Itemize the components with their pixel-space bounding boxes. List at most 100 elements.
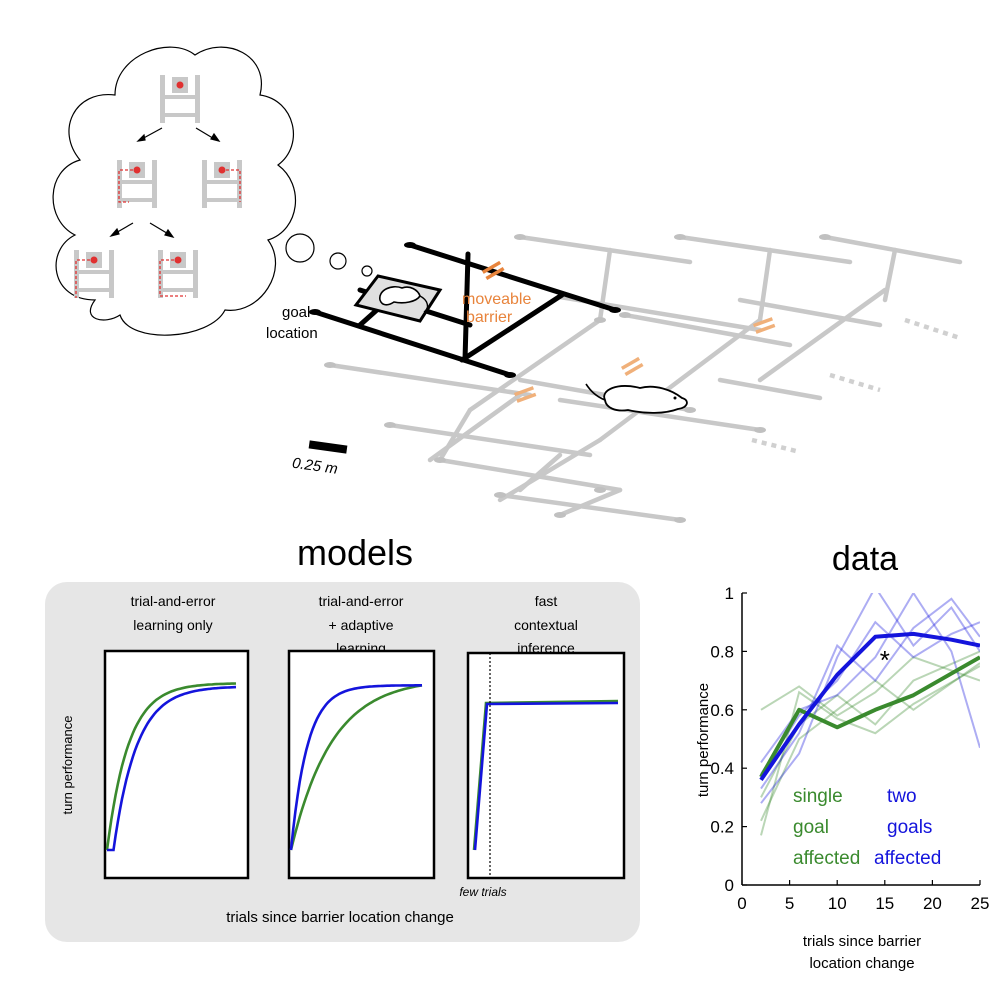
maze-corridor (517, 452, 563, 493)
y-tick-label: 0.6 (710, 701, 734, 720)
mini-planned-path (118, 169, 133, 203)
thought-bubble-medium (329, 252, 347, 270)
legend-single-line2: goal (793, 817, 829, 838)
maze-corridor (737, 297, 883, 328)
maze-end (494, 492, 506, 498)
data-xlabel-line2: location change (809, 955, 914, 972)
maze-end (514, 234, 526, 240)
rat-in-maze-icon (603, 385, 688, 414)
maze-continuation (829, 372, 881, 393)
maze-end (684, 407, 696, 413)
mini-bar (202, 198, 242, 202)
maze-corridor (622, 312, 793, 348)
x-tick-label: 15 (875, 894, 894, 913)
mini-agent-dot (133, 166, 141, 174)
maze-corridor (497, 437, 603, 503)
mini-bar (160, 113, 200, 117)
maze-end (674, 517, 686, 523)
model-panel-title-line: trial-and-error (319, 593, 404, 609)
model-curve-two (107, 685, 237, 852)
model-panel-title-line: contextual (514, 617, 578, 633)
active-corridor (407, 242, 618, 313)
series-line-single (759, 655, 980, 778)
barrier-stroke (752, 317, 773, 328)
barrier-label-line2: barrier (466, 309, 513, 326)
mini-bar (74, 270, 114, 274)
maze-end (384, 422, 396, 428)
scale-bar-label: 0.25 m (291, 455, 339, 478)
maze-corridor (597, 317, 763, 443)
maze-end (754, 427, 766, 433)
barrier-stroke (516, 392, 537, 403)
arrowhead (210, 132, 221, 142)
maze-corridor (557, 487, 623, 518)
x-tick-label: 25 (971, 894, 990, 913)
models-heading: models (297, 532, 413, 573)
mini-agent-dot (218, 166, 226, 174)
rat-tail (585, 383, 606, 401)
maze-corridor (882, 247, 898, 303)
rat-tail (419, 295, 429, 313)
mini-bar (160, 95, 200, 99)
legend-single-line1: single (793, 786, 843, 807)
maze-corridor (497, 492, 683, 523)
mini-bar (117, 180, 157, 184)
y-tick-label: 1 (725, 584, 734, 603)
scale-bar-rect (308, 440, 348, 454)
barrier-option-icon (620, 356, 644, 376)
maze-continuation (751, 437, 801, 455)
legend-two-line3: affected (874, 848, 941, 869)
barrier-stroke (481, 260, 502, 274)
barrier-stroke (485, 266, 505, 280)
mini-planned-path (226, 169, 241, 202)
mini-bar (74, 288, 114, 292)
individual-trace-single (760, 665, 980, 836)
maze-corridor (717, 377, 823, 401)
barrier-stroke (624, 362, 644, 376)
maze-end (554, 512, 566, 518)
goal-label-line1: goal (282, 304, 310, 321)
barrier-option-icon (513, 386, 537, 403)
rat-eye (673, 396, 677, 400)
legend-two-line1: two (887, 786, 917, 807)
maze-corridor (557, 397, 763, 433)
x-tick-label: 0 (737, 894, 746, 913)
maze-corridor (467, 317, 603, 413)
significance-marker: * (880, 645, 890, 675)
mini-agent-dot (90, 256, 98, 264)
active-end (609, 307, 621, 313)
y-tick-label: 0.8 (710, 642, 734, 661)
individual-trace-single (760, 662, 980, 822)
plot-area (759, 593, 980, 836)
active-end (404, 242, 416, 248)
maze-corridor (757, 247, 773, 323)
maze-end (594, 317, 606, 323)
arrowhead (164, 228, 175, 238)
maze-corridor (677, 234, 853, 265)
mini-bar (158, 270, 198, 274)
active-corridor (312, 309, 513, 378)
individual-trace-single (760, 656, 980, 717)
model-curve-two (289, 683, 422, 851)
maze-corridor (757, 287, 888, 383)
arrowhead (136, 133, 146, 142)
maze-end (434, 457, 446, 463)
mini-maze-right (202, 160, 242, 208)
thought-bubble-small (361, 265, 373, 277)
model-curve-single (289, 684, 423, 851)
y-tick-label: 0 (725, 876, 734, 895)
mini-agent-dot (174, 256, 182, 264)
legend-two-line2: goals (887, 817, 932, 838)
models-ylabel: turn performance (60, 716, 75, 815)
data-xlabel-line1: trials since barrier (803, 933, 921, 950)
model-curve-two (473, 701, 619, 851)
individual-trace-two (760, 620, 980, 775)
mini-planned-path (159, 259, 186, 297)
scale-bar: 0.25 m (291, 440, 348, 478)
mini-maze-left (117, 160, 157, 208)
maze-end (674, 234, 686, 240)
maze-end (619, 312, 631, 318)
barrier-stroke (513, 386, 534, 397)
